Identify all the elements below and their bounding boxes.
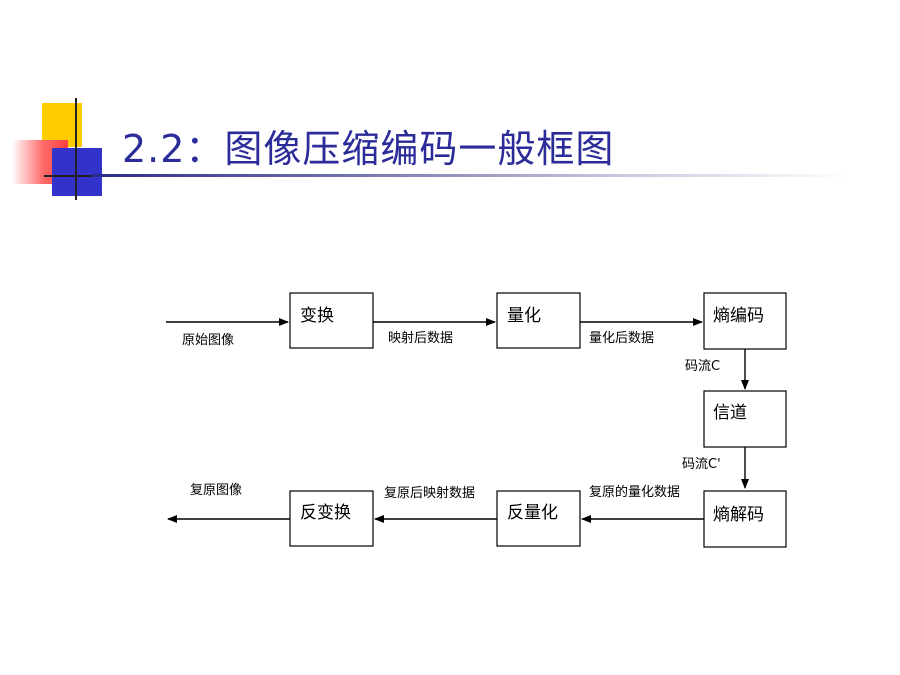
block-quantize-label: 量化 — [507, 306, 541, 326]
page-title: 2.2：图像压缩编码一般框图 — [122, 127, 615, 171]
block-entropy-encode — [703, 292, 787, 350]
decor-blue-square — [52, 148, 102, 196]
label-restored-quantized-data: 复原的量化数据 — [589, 484, 680, 500]
block-channel-label: 信道 — [713, 403, 747, 423]
label-code-stream-c: 码流C — [685, 359, 720, 374]
block-transform — [289, 292, 374, 349]
label-code-stream-c-prime: 码流C' — [682, 457, 721, 472]
label-quantized-data: 量化后数据 — [589, 331, 654, 346]
block-entropy-decode-label: 熵解码 — [713, 505, 764, 525]
label-restored-mapped-data: 复原后映射数据 — [384, 485, 475, 501]
block-dequantize — [496, 490, 581, 547]
block-channel — [703, 390, 787, 448]
decor-horizontal-line — [44, 175, 106, 177]
label-mapped-data: 映射后数据 — [388, 330, 453, 346]
title-underline — [92, 174, 852, 177]
block-inverse-transform — [289, 490, 374, 547]
label-restored-image: 复原图像 — [190, 483, 242, 498]
block-entropy-decode — [703, 490, 787, 548]
block-entropy-encode-label: 熵编码 — [713, 306, 764, 326]
block-quantize — [496, 292, 581, 349]
block-dequantize-label: 反量化 — [507, 503, 558, 523]
block-transform-label: 变换 — [300, 306, 334, 326]
block-inverse-transform-label: 反变换 — [300, 503, 351, 523]
decor-vertical-line — [75, 98, 77, 200]
label-original-image: 原始图像 — [182, 333, 234, 348]
